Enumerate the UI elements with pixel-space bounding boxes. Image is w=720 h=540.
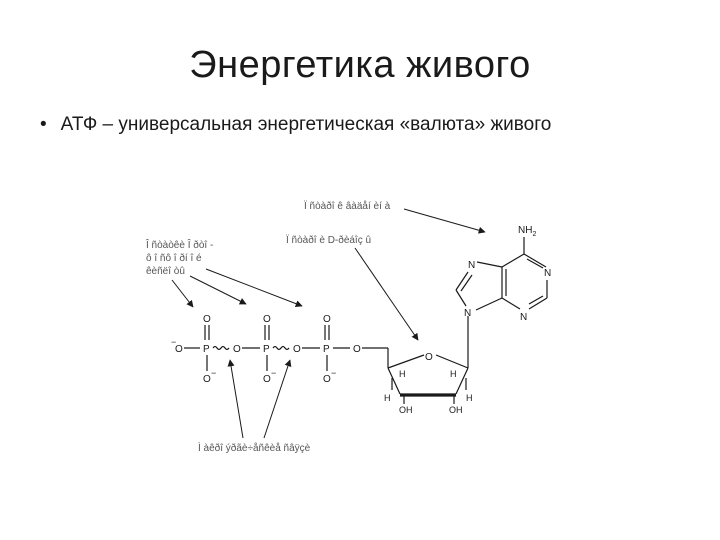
adenine-base: NH2 N N N N: [455, 225, 551, 323]
phosphorus-atom: P: [323, 344, 330, 355]
nh2-subscript: 2: [532, 231, 536, 238]
phosphorus-atom: P: [263, 344, 270, 355]
base-label: Ï ñòàðî ê âàäåí èí à: [304, 200, 391, 212]
nh2-label: NH: [518, 225, 532, 236]
hydrogen-atom: H: [466, 393, 473, 403]
phosphate-label-line1: Î ñòàòêè Î ðòî -: [145, 238, 213, 251]
nitrogen-atom: N: [544, 268, 551, 279]
oxygen-atom: O: [175, 344, 183, 355]
high-energy-bond: [272, 345, 290, 351]
amino-group: NH2: [518, 225, 536, 238]
phosphate-chain: − O P O O − O P O O − O P: [171, 314, 389, 385]
minus-sign: −: [271, 368, 276, 378]
slide-title: Энергетика живого: [189, 44, 531, 86]
oxygen-minus-atom: O: [203, 374, 211, 385]
bullet-item: • АТФ – универсальная энергетическая «вал…: [40, 114, 551, 136]
oxygen-atom: O: [263, 314, 271, 325]
hydrogen-atom: H: [384, 393, 391, 403]
nitrogen-atom: N: [520, 312, 527, 323]
phosphate-label-line2: ô î ñô î ðí î é: [146, 252, 202, 264]
oxygen-atom: O: [323, 314, 331, 325]
arrow-to-ribose: [354, 247, 419, 341]
oxygen-atom: O: [203, 314, 211, 325]
arrow-to-phosphate-3: [205, 268, 303, 308]
nitrogen-atom: N: [468, 260, 475, 271]
sugar-label: Ï ñòàðî è D-ðèáîç û: [286, 234, 371, 246]
minus-sign: −: [331, 368, 336, 378]
hydrogen-atom: H: [450, 369, 457, 379]
phosphorus-atom: P: [203, 344, 210, 355]
oxygen-minus-atom: O: [323, 374, 331, 385]
oxygen-atom: O: [233, 344, 241, 355]
arrow-to-adenine: [403, 208, 486, 234]
hydrogen-atom: H: [399, 369, 406, 379]
hydroxyl-group: OH: [449, 405, 463, 415]
arrow-to-bond-1: [227, 359, 244, 439]
bullet-symbol: •: [40, 114, 47, 135]
arrow-to-phosphate-1: [171, 279, 194, 308]
arrow-to-bond-2: [263, 359, 292, 439]
oxygen-atom: O: [293, 344, 301, 355]
minus-sign: −: [171, 337, 176, 347]
bonds-label: Ì àêðî ýðãè÷åñêèå ñâÿçè: [198, 441, 311, 454]
ribose-ring: O H H H H OH OH: [384, 316, 473, 415]
arrow-to-phosphate-2: [189, 275, 247, 305]
nitrogen-atom: N: [464, 308, 471, 319]
oxygen-minus-atom: O: [263, 374, 271, 385]
oxygen-atom: O: [353, 344, 361, 355]
phosphate-label-line3: êèñëî òû: [146, 266, 185, 277]
high-energy-bond: [212, 345, 230, 351]
minus-sign: −: [211, 368, 216, 378]
hydroxyl-group: OH: [399, 405, 413, 415]
bullet-text: АТФ – универсальная энергетическая «валю…: [60, 114, 552, 135]
oxygen-atom: O: [425, 352, 433, 363]
